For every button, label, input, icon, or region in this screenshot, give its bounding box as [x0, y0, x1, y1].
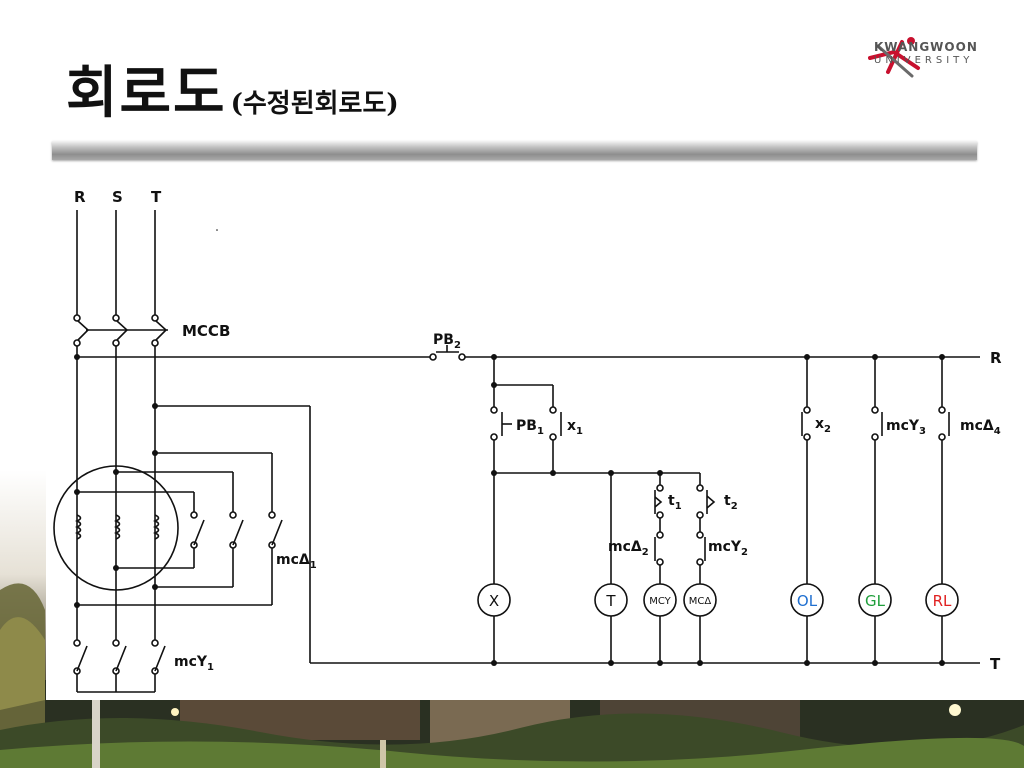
rail-label-r: R	[990, 349, 1002, 367]
lamp-rl-label: RL	[933, 592, 952, 610]
coil-mcd: MCΔ	[683, 583, 717, 617]
mccb-breaker	[73, 314, 168, 347]
mcd4-label: mcΔ4	[960, 418, 1001, 437]
lamp-ol-label: OL	[797, 592, 818, 610]
title-divider-bar	[52, 141, 977, 160]
mcy1-label: mcY1	[174, 654, 214, 673]
junction-dot	[74, 354, 80, 360]
coil-x-label: X	[489, 592, 499, 610]
mcd1-label: mcΔ1	[276, 552, 317, 571]
pb2-label: PB2	[433, 332, 461, 351]
logo-line1: KWANGWOON	[874, 40, 978, 54]
coil-t-label: T	[605, 592, 616, 610]
coil-timer: T	[594, 583, 628, 617]
winding-coil-2	[113, 514, 121, 540]
rail-label-t: T	[990, 655, 1001, 673]
x2-label: x2	[815, 416, 831, 435]
phase-lines-lower	[76, 346, 156, 640]
logo-line2: UNIVERSITY	[874, 55, 974, 66]
slide-title: 회로도(수정된회로도)	[66, 48, 399, 129]
title-main: 회로도	[66, 60, 227, 126]
university-logo	[868, 37, 920, 78]
t1-label: t1	[668, 493, 682, 512]
branch-mcy	[654, 470, 664, 666]
phase-label-r: R	[74, 188, 86, 206]
coil-mcd-label: MCΔ	[689, 596, 712, 607]
logo-text: KWANGWOON UNIVERSITY	[874, 40, 978, 66]
t2-label: t2	[724, 493, 738, 512]
lamp-rl: RL	[925, 583, 959, 617]
branch-ol	[801, 354, 811, 666]
mcy2-label: mcY2	[708, 539, 748, 558]
branch-x	[490, 354, 700, 666]
mcy1-contacts	[73, 639, 166, 693]
mcy3-label: mcY3	[886, 418, 926, 437]
stray-dot	[216, 229, 218, 231]
branch-gl	[871, 354, 883, 666]
phase-label-t: T	[151, 188, 162, 206]
phase-label-s: S	[112, 188, 123, 206]
branch-timer	[608, 470, 614, 666]
lamp-gl: GL	[858, 583, 892, 617]
branch-mcd	[696, 473, 716, 666]
winding-coil-3	[152, 514, 160, 540]
phase-supply-lines	[76, 210, 156, 315]
logo-mark-icon	[868, 37, 920, 78]
coil-mcy: MCY	[643, 583, 677, 617]
pb2-switch	[429, 345, 466, 361]
lamp-ol: OL	[790, 583, 824, 617]
coil-mcy-label: MCY	[649, 596, 671, 607]
delta-wiring	[77, 452, 273, 606]
mccb-label: MCCB	[182, 322, 230, 340]
coil-x: X	[477, 583, 511, 617]
mcd2-label: mcΔ2	[608, 539, 649, 558]
lamp-gl-label: GL	[865, 592, 886, 610]
branch-rl	[938, 354, 950, 666]
winding-coil-1	[74, 514, 82, 540]
title-subtitle: (수정된회로도)	[230, 89, 399, 119]
t-phase-feed	[152, 403, 311, 663]
pb1-label: PB1	[516, 418, 544, 437]
diagram-panel	[46, 178, 1024, 700]
x1-label: x1	[567, 418, 583, 437]
mcd1-contacts	[190, 511, 283, 549]
